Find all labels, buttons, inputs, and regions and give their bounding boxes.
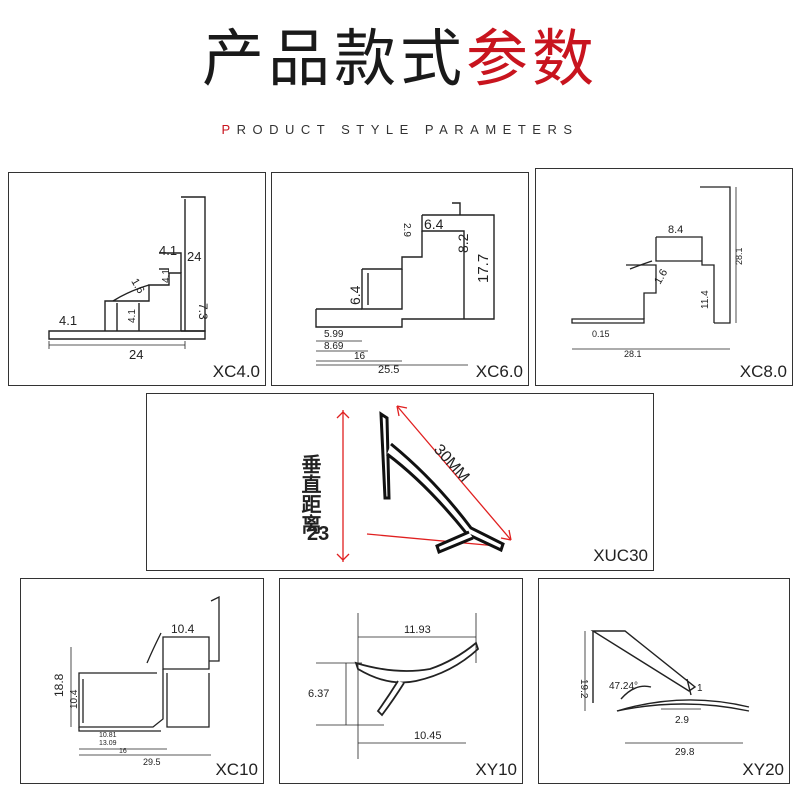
xy20-dim-2: 47.24° [609,681,638,692]
page-subtitle: PRODUCT STYLE PARAMETERS [0,122,800,137]
xc60-dim-6: 5.99 [324,329,344,340]
xy10-dim-2: 6.37 [308,688,329,700]
panel-xuc30: 垂直距离 23 30MM XUC30 [146,393,654,571]
xc10-dim-6: 16 [119,748,127,755]
xc80-model-label: XC8.0 [739,362,787,381]
title-red-part: 参数 [466,22,599,95]
xc60-dim-9: 25.5 [378,364,399,376]
xc40-dim-3: 1.6 [128,277,146,296]
xy20-profile-drawing: 19.2 47.24° 1 2.9 29.8 [578,630,750,758]
xc60-dim-7: 8.69 [324,341,344,352]
xy20-dim-1: 19.2 [578,679,589,699]
panel-xy10: 11.93 6.37 10.45 XY10 [279,578,523,784]
xc40-dim-5: 7.3 [196,303,210,320]
xc80-dim-6: 28.1 [624,349,642,359]
xuc30-model-label: XUC30 [593,546,648,565]
xc80-profile-drawing: 8.4 28.1 1.6 11.4 0.15 28.1 [571,186,744,359]
xc40-model-label: XC4.0 [212,362,260,381]
xc80-dim-4: 11.4 [700,290,711,309]
panel-xc40: 4.1 24 1.6 4.1 7.3 4.1 4.1 24 XC4.0 [8,172,266,386]
xy10-model-label: XY10 [475,760,517,779]
xuc30-vertical-label: 垂直距离 [298,454,321,534]
xc60-model-label: XC6.0 [475,362,523,381]
xuc30-profile-drawing: 垂直距离 23 30MM [298,405,512,562]
xuc30-diagonal-label: 30MM [430,441,472,485]
xy20-dim-5: 29.8 [675,747,695,758]
xc40-dim-8: 24 [129,347,143,362]
xc40-dim-1: 4.1 [159,243,177,258]
panel-xy20: 19.2 47.24° 1 2.9 29.8 XY20 [538,578,790,784]
xc40-dim-6: 4.1 [59,313,77,328]
xc80-dim-3: 1.6 [652,267,670,286]
xc80-dim-1: 8.4 [668,224,683,236]
xc40-dim-4: 4.1 [161,269,172,283]
xc10-dim-4: 10.81 [99,732,117,739]
xc80-dim-2: 28.1 [734,247,744,265]
xy10-dim-3: 10.45 [414,730,442,742]
xy20-dim-3: 1 [697,683,703,694]
xc10-dim-5: 13.09 [99,740,117,747]
xy20-dim-4: 2.9 [675,715,689,726]
subtitle-rest: RODUCT STYLE PARAMETERS [236,122,579,137]
xuc30-vertical-value: 23 [307,523,329,545]
xc10-profile-drawing: 10.4 18.8 10.4 10.81 13.09 16 29.5 [52,595,220,767]
xc10-dim-2: 18.8 [52,673,66,697]
title-dark-part: 产品款式 [201,22,466,95]
xc60-dim-3: 8.2 [455,233,471,253]
panel-xc60: 6.4 2.9 8.2 17.7 6.4 5.99 8.69 16 25.5 X… [271,172,529,386]
subtitle-first-letter: P [221,122,237,137]
xc10-dim-1: 10.4 [171,622,195,636]
xc10-dim-7: 29.5 [143,757,161,767]
xc60-dim-8: 16 [354,351,366,362]
xc60-dim-4: 17.7 [475,254,492,283]
panel-xc10: 10.4 18.8 10.4 10.81 13.09 16 29.5 XC10 [20,578,264,784]
xc60-profile-drawing: 6.4 2.9 8.2 17.7 6.4 5.99 8.69 16 25.5 [315,202,495,376]
xc80-dim-5: 0.15 [592,329,610,339]
xy10-dim-1: 11.93 [404,624,431,636]
xc60-dim-5: 6.4 [347,285,363,305]
xc10-dim-3: 10.4 [69,689,80,709]
xc40-dim-7: 4.1 [127,309,138,323]
xc60-dim-1: 6.4 [424,216,444,232]
xy10-profile-drawing: 11.93 6.37 10.45 [308,613,480,759]
xc10-model-label: XC10 [215,760,258,779]
xc40-profile-drawing: 4.1 24 1.6 4.1 7.3 4.1 4.1 24 [48,196,210,362]
xy20-model-label: XY20 [742,760,784,779]
page-title: 产品款式参数 [0,28,800,90]
panel-xc80: 8.4 28.1 1.6 11.4 0.15 28.1 XC8.0 [535,168,793,386]
xc60-dim-2: 2.9 [401,223,412,237]
xc40-dim-2: 24 [187,249,201,264]
